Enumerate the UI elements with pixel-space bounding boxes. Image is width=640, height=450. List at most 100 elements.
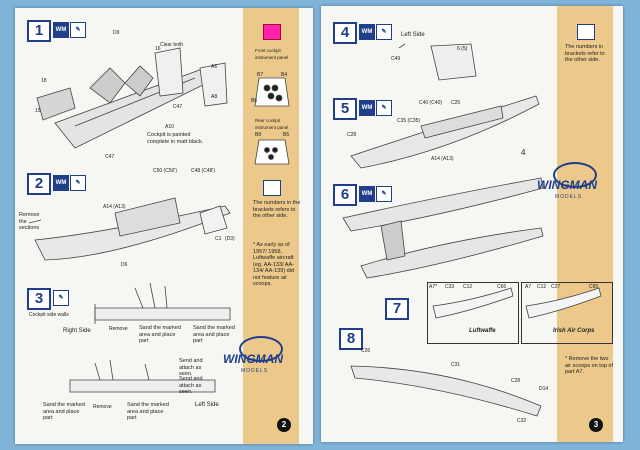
right-info-stripe (557, 6, 613, 442)
ref-4: 4 (521, 148, 526, 157)
remove-label-1: Remove (109, 326, 128, 332)
label-d6: D6 (121, 262, 128, 268)
front-panel-label: Front cockpit instrument panel (255, 48, 289, 60)
left-page-drawings (28, 47, 290, 393)
step1-wm-badge: WM (53, 22, 69, 38)
logo-word: WINGMAN (223, 352, 283, 366)
label-c33: C33 (445, 284, 455, 290)
label-d14: D14 (539, 386, 549, 392)
step3-cockpit-walls-drawing (69, 282, 231, 393)
label-c65: C65 (589, 284, 599, 290)
label-c26: C26 (361, 348, 371, 354)
rear-panel-label: Rear cockpit instrument panel (255, 118, 289, 130)
label-a14-right: A14 (A13) (431, 156, 454, 162)
step6-glue-icon: ✎ (376, 186, 392, 202)
step8-number: 8 (339, 328, 363, 350)
step1-number: 1 (27, 20, 51, 42)
step5-wm-badge: WM (359, 100, 375, 116)
cockpit-walls-label: Cockpit side walls (29, 312, 69, 318)
label-c47-top: C47 (173, 104, 183, 110)
logo-sub-right: MODELS (555, 194, 583, 200)
step2-fuselage-drawing (28, 197, 231, 261)
label-15: 15 (35, 108, 41, 114)
wingman-logo-right: WINGMAN MODELS (535, 156, 615, 206)
label-c49: C49 (391, 56, 401, 62)
logo-sub: MODELS (241, 368, 269, 374)
irish-frame (521, 282, 613, 344)
brackets-icon-right (577, 24, 595, 40)
label-b6: B6 (251, 98, 258, 104)
brackets-note: The numbers in the brackets refers to th… (253, 200, 301, 219)
label-b4: B4 (281, 72, 288, 78)
label-6-5: 6 (5) (457, 46, 468, 52)
label-b7: B7 (257, 72, 264, 78)
step2-wm-badge: WM (53, 175, 69, 191)
label-16: 16 (155, 46, 161, 52)
sand-note-4: Sand the marked area and place part (127, 402, 169, 421)
sand-note-3: Sand the marked area and place part (43, 402, 85, 421)
logo-word-right: WINGMAN (537, 178, 597, 192)
label-c12-irish: C12 (537, 284, 547, 290)
left-side-label: Left Side (195, 402, 219, 408)
left-side-label-right: Left Side (401, 32, 425, 38)
step6-wm-badge: WM (359, 186, 375, 202)
label-d3: (D3) (225, 236, 235, 242)
step1-fuselage-drawing (36, 47, 228, 149)
label-c48: C48 (C48') (191, 168, 216, 174)
send-attach-note-2: Send and attach as seen. (179, 376, 203, 395)
label-b8: B8 (255, 132, 262, 138)
step2-remove-sections-note: Remove the sections (19, 212, 40, 231)
luftwaffe-frame (427, 282, 519, 344)
step4-number: 4 (333, 22, 357, 44)
label-c25: C25 (451, 100, 461, 106)
label-b5: B5 (283, 132, 290, 138)
label-a14: A14 (A13) (103, 204, 126, 210)
label-c47-bottom: C47 (105, 154, 115, 160)
label-18: 18 (41, 78, 47, 84)
instrument-panels (254, 77, 290, 165)
irish-caption: Irish Air Corps (553, 328, 595, 334)
right-page-number: 3 (589, 418, 603, 432)
remove-scoops-note: * Remove the two air scoops on top of pa… (565, 356, 614, 375)
brackets-note-right: The numbers in brackets refer to the oth… (565, 44, 605, 63)
label-c40: C40 (C40) (419, 100, 443, 106)
label-c28-step8: C28 (511, 378, 521, 384)
step4-part-drawing (398, 43, 477, 81)
label-c27: C27 (551, 284, 561, 290)
step4-wm-badge: WM (359, 24, 375, 40)
step7-frames-drawing (432, 287, 602, 319)
step5-glue-icon: ✎ (376, 100, 392, 116)
label-a8: A8 (211, 94, 218, 100)
label-a7-star: A7* (429, 284, 438, 290)
step7-number: 7 (385, 298, 409, 320)
logo-ring-right (553, 162, 597, 188)
step8-fuselage-drawing (350, 365, 542, 417)
label-c32: C32 (517, 418, 527, 424)
logo-ring (239, 336, 283, 362)
sand-note-2: Sand the marked area and place part (193, 325, 235, 344)
left-page-number: 2 (277, 418, 291, 432)
step6-fuselage-drawing (342, 177, 544, 279)
step6-number: 6 (333, 184, 357, 206)
step1-cockpit-note: Cockpit is painted complete in matt blac… (147, 132, 204, 145)
right-page-drawings (342, 43, 602, 417)
paint-icon (263, 24, 281, 40)
luftwaffe-caption: Luftwaffe (469, 328, 496, 334)
label-c35: C35 (C35) (397, 118, 421, 124)
label-a10: A10 (165, 124, 174, 130)
step2-glue-icon: ✎ (70, 175, 86, 191)
send-attach-note-1: Send and attach as seen. (179, 358, 203, 377)
label-c28: C28 (347, 132, 357, 138)
label-c12-luft: C12 (463, 284, 473, 290)
label-c1: C1 (215, 236, 222, 242)
step5-fuselage-drawing (350, 95, 540, 169)
step2-number: 2 (27, 173, 51, 195)
asterisk-note: * As early as of 1957/ 1958, Luftwaffe a… (253, 242, 294, 287)
brackets-icon (263, 180, 281, 196)
left-instruction-page: 1 WM ✎ D9 Clear both A6 A8 C47 C47 A10 1… (15, 8, 313, 444)
step3-glue-icon: ✎ (53, 290, 69, 306)
right-instruction-page: 4 WM ✎ Left Side C49 6 (5) 5 WM ✎ C40 (C… (321, 6, 623, 442)
step4-glue-icon: ✎ (376, 24, 392, 40)
right-side-label: Right Side (63, 328, 91, 334)
label-a7-irish: A7 (525, 284, 532, 290)
